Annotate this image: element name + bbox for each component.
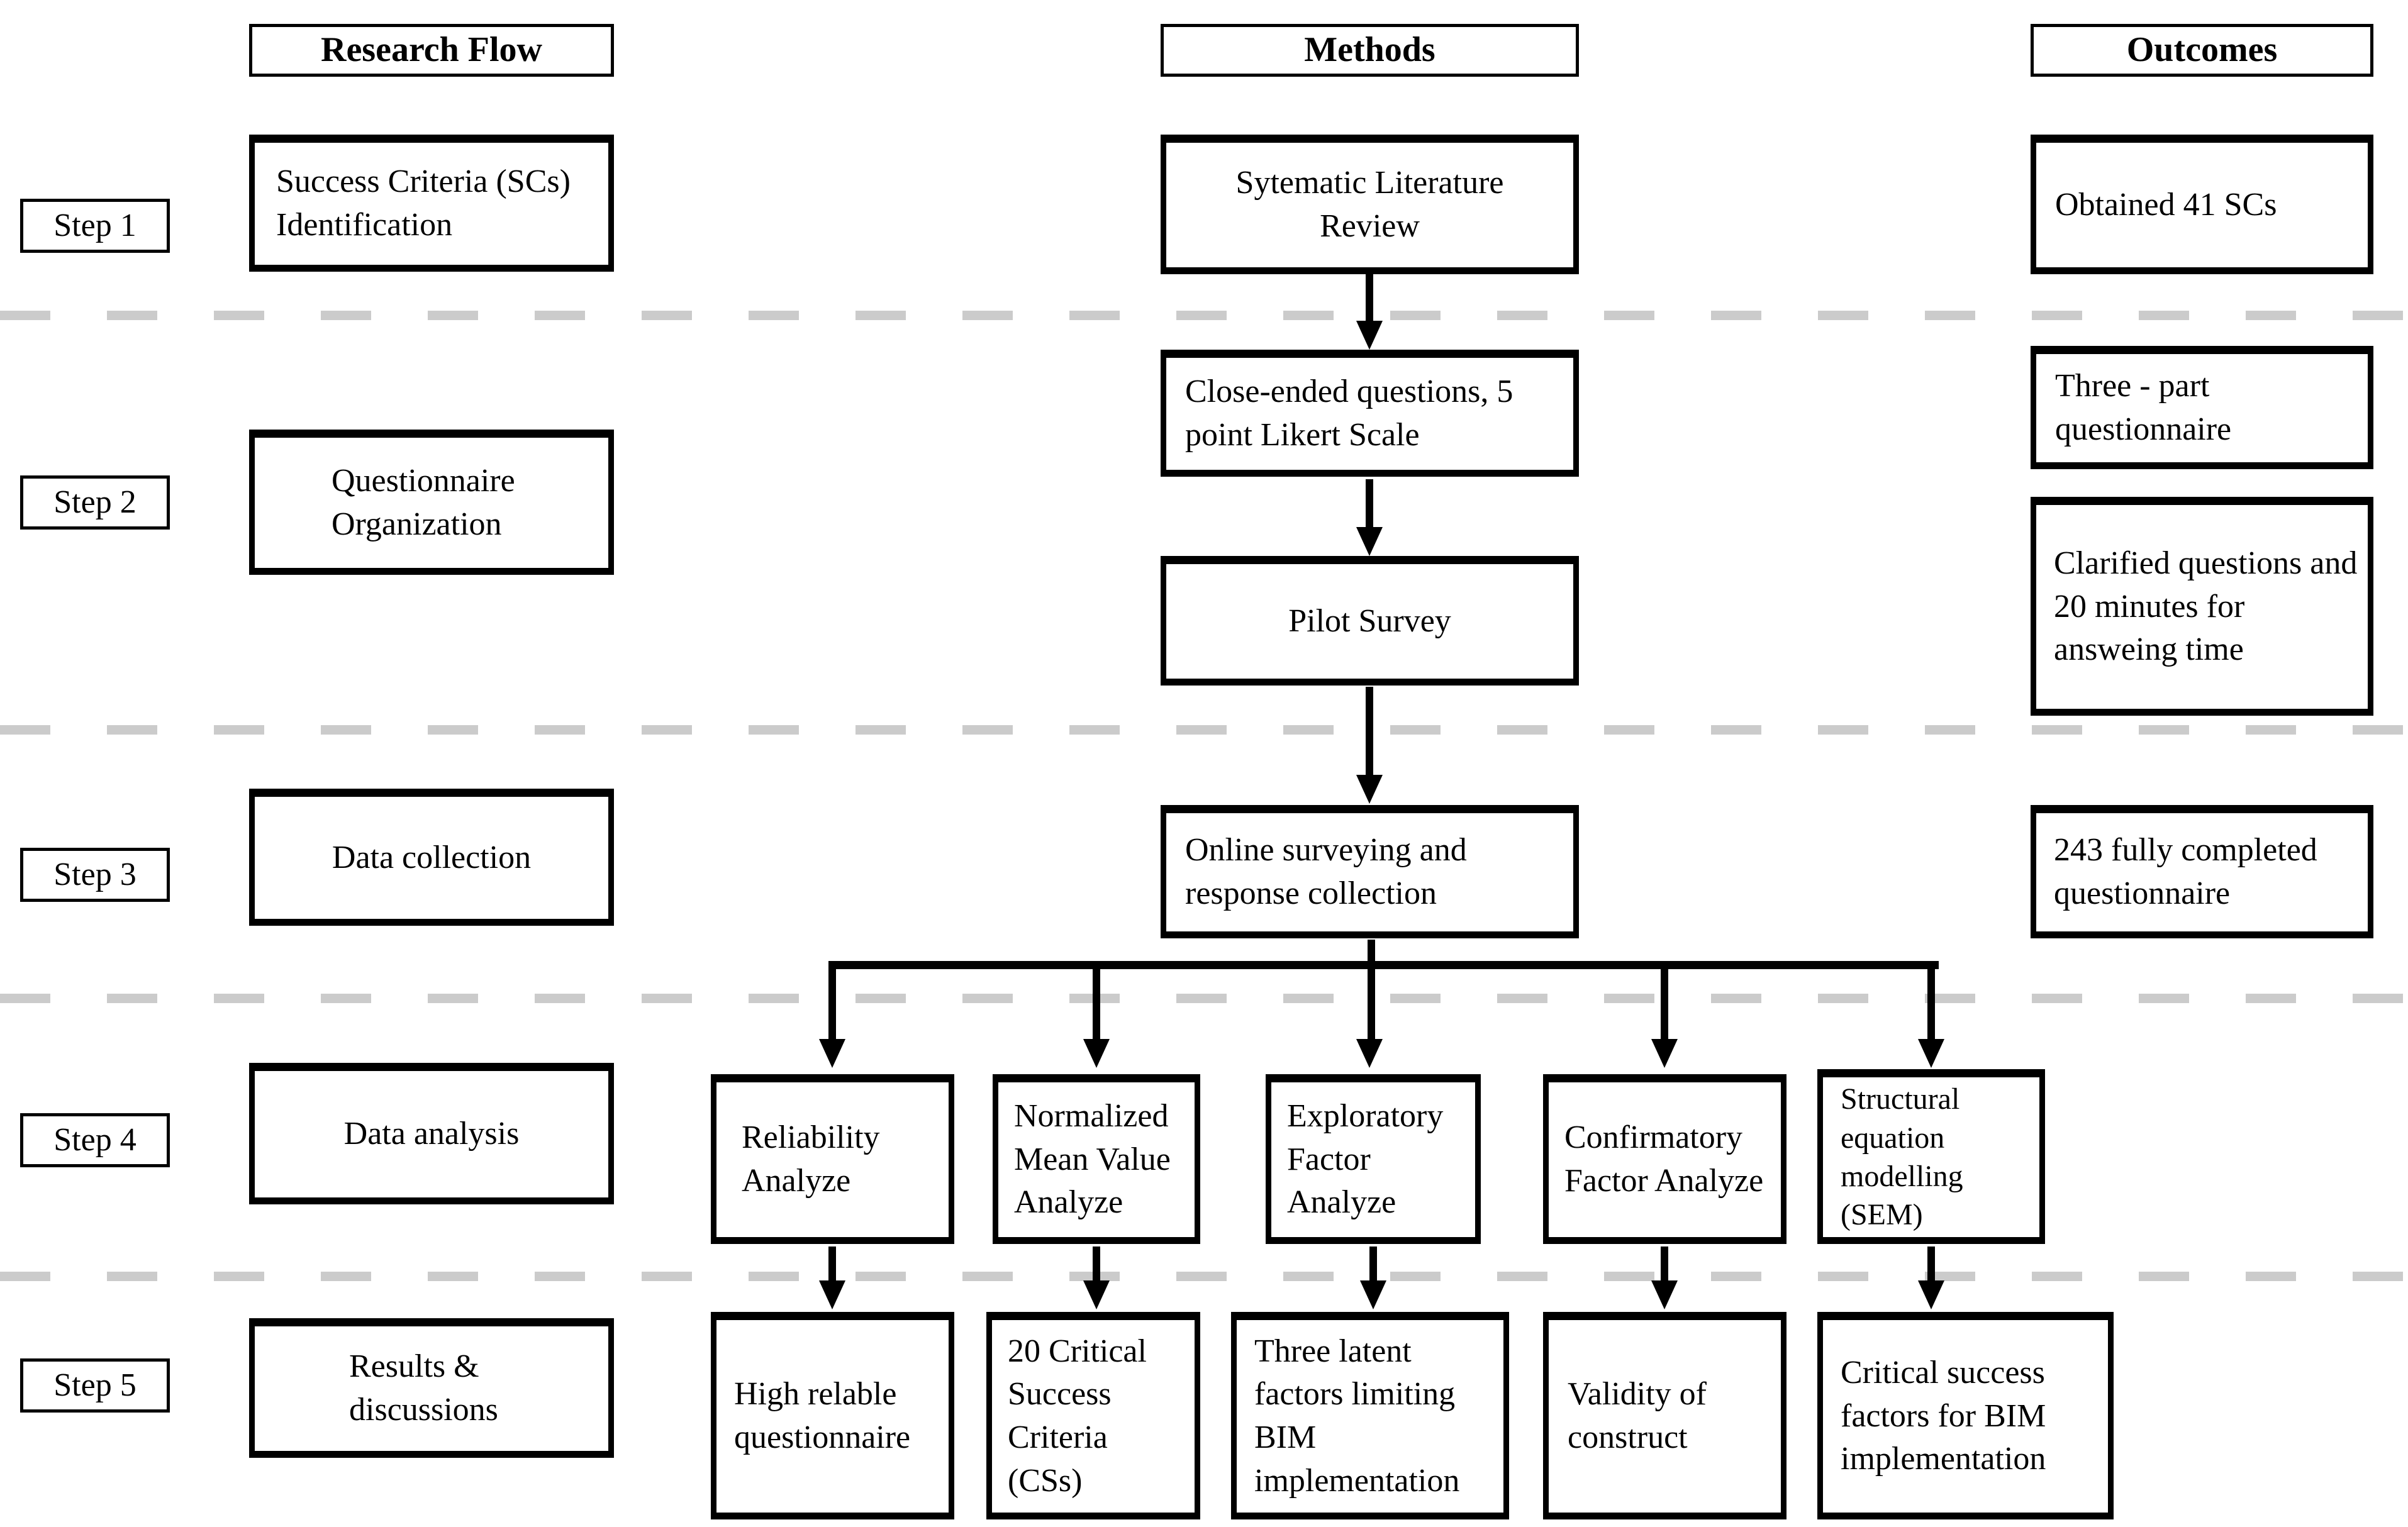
step-label-text: Step 5 bbox=[53, 1367, 137, 1403]
outcome-box-text: Three - part questionnaire bbox=[2055, 368, 2232, 447]
flow-box-data-analysis: Data analysis bbox=[249, 1063, 614, 1204]
flow-box-text: Results & discussions bbox=[349, 1348, 498, 1428]
arrow-head bbox=[819, 1039, 845, 1068]
outcome-box-three-part-questionnaire: Three - part questionnaire bbox=[2031, 346, 2373, 469]
dashed-separator-2 bbox=[0, 725, 2408, 735]
step-label-4: Step 4 bbox=[20, 1113, 170, 1167]
analysis-box-normalized-mean: Normalized Mean Value Analyze bbox=[993, 1074, 1200, 1244]
step-label-text: Step 2 bbox=[53, 484, 137, 520]
branch-arrow-structural bbox=[1927, 965, 1935, 1041]
result-box-text: Critical success factors for BIM impleme… bbox=[1841, 1355, 2046, 1477]
arrow-pilot-to-online bbox=[1366, 687, 1373, 777]
analysis-box-text: Normalized Mean Value Analyze bbox=[1014, 1098, 1171, 1221]
method-box-text: Close-ended questions, 5 point Likert Sc… bbox=[1185, 374, 1513, 453]
step-label-1: Step 1 bbox=[20, 199, 170, 253]
outcome-box-text: Clarified questions and 20 minutes for a… bbox=[2054, 545, 2358, 668]
column-header-label: Research Flow bbox=[321, 30, 542, 70]
method-box-close-ended-questions: Close-ended questions, 5 point Likert Sc… bbox=[1161, 350, 1579, 477]
branch-arrow-normalized bbox=[1093, 965, 1100, 1041]
arrow-exploratory-to-result bbox=[1369, 1247, 1377, 1283]
column-header-label: Outcomes bbox=[2126, 30, 2278, 70]
outcome-box-243-completed: 243 fully completed questionnaire bbox=[2031, 805, 2373, 938]
flow-box-text: Data analysis bbox=[343, 1116, 520, 1152]
method-box-text: Pilot Survey bbox=[1288, 602, 1451, 639]
analysis-box-confirmatory-factor: Confirmatory Factor Analyze bbox=[1543, 1074, 1786, 1244]
method-box-pilot-survey: Pilot Survey bbox=[1161, 556, 1579, 686]
flow-box-text: Questionnaire Organization bbox=[332, 462, 515, 542]
branch-arrow-confirmatory bbox=[1661, 965, 1668, 1041]
analysis-box-reliability: Reliability Analyze bbox=[711, 1074, 954, 1244]
column-header-label: Methods bbox=[1304, 30, 1435, 70]
outcome-box-text: 243 fully completed questionnaire bbox=[2054, 832, 2317, 911]
flow-box-questionnaire-organization: Questionnaire Organization bbox=[249, 430, 614, 575]
branch-arrow-reliability bbox=[828, 965, 836, 1041]
result-box-csf-bim: Critical success factors for BIM impleme… bbox=[1817, 1312, 2114, 1519]
branch-arrow-exploratory-head bbox=[1356, 1039, 1383, 1068]
result-box-text: 20 Critical Success Criteria (CSs) bbox=[1008, 1333, 1147, 1499]
flow-box-results-discussions: Results & discussions bbox=[249, 1318, 614, 1458]
arrow-confirmatory-to-result bbox=[1661, 1247, 1668, 1283]
arrow-head bbox=[1651, 1280, 1678, 1309]
flow-box-text: Data collection bbox=[332, 839, 532, 875]
arrow-sem-to-result bbox=[1927, 1247, 1935, 1283]
analysis-box-text: Reliability Analyze bbox=[742, 1119, 880, 1199]
branch-bar bbox=[828, 961, 1939, 969]
analysis-box-text: Structural equation modelling (SEM) bbox=[1841, 1082, 1963, 1232]
step-label-text: Step 4 bbox=[53, 1121, 137, 1158]
arrow-head bbox=[1918, 1039, 1944, 1068]
arrow-normalized-to-result bbox=[1093, 1247, 1100, 1283]
result-box-20-critical-success-criteria: 20 Critical Success Criteria (CSs) bbox=[986, 1312, 1200, 1519]
result-box-text: Three latent factors limiting BIM implem… bbox=[1254, 1333, 1460, 1499]
branch-stem bbox=[1368, 940, 1375, 1041]
flow-box-data-collection: Data collection bbox=[249, 789, 614, 926]
step-label-5: Step 5 bbox=[20, 1358, 170, 1413]
result-box-high-reliable: High relable questionnaire bbox=[711, 1312, 954, 1519]
outcome-box-obtained-41-scs: Obtained 41 SCs bbox=[2031, 135, 2373, 274]
result-box-text: High relable questionnaire bbox=[734, 1376, 911, 1455]
method-box-online-surveying: Online surveying and response collection bbox=[1161, 805, 1579, 938]
step-label-2: Step 2 bbox=[20, 475, 170, 530]
arrow-head bbox=[1083, 1280, 1110, 1309]
analysis-box-sem: Structural equation modelling (SEM) bbox=[1817, 1069, 2045, 1244]
column-header-outcomes: Outcomes bbox=[2031, 24, 2373, 77]
dashed-separator-4 bbox=[0, 1272, 2408, 1281]
method-box-text: Sytematic Literature Review bbox=[1235, 165, 1504, 244]
outcome-box-text: Obtained 41 SCs bbox=[2055, 186, 2277, 223]
flow-box-success-criteria-identification: Success Criteria (SCs) Identification bbox=[249, 135, 614, 272]
method-box-text: Online surveying and response collection bbox=[1185, 832, 1467, 911]
step-label-text: Step 3 bbox=[53, 856, 137, 892]
method-box-systematic-literature-review: Sytematic Literature Review bbox=[1161, 135, 1579, 274]
arrow-head bbox=[819, 1280, 845, 1309]
arrow-closeended-to-pilot bbox=[1366, 479, 1373, 528]
dashed-separator-3 bbox=[0, 994, 2408, 1003]
arrow-head bbox=[1356, 527, 1383, 556]
arrow-head bbox=[1356, 775, 1383, 804]
result-box-validity-of-construct: Validity of construct bbox=[1543, 1312, 1786, 1519]
analysis-box-text: Exploratory Factor Analyze bbox=[1287, 1098, 1444, 1221]
step-label-text: Step 1 bbox=[53, 207, 137, 243]
column-header-methods: Methods bbox=[1161, 24, 1579, 77]
step-label-3: Step 3 bbox=[20, 848, 170, 902]
dashed-separator-1 bbox=[0, 311, 2408, 320]
result-box-three-latent-factors: Three latent factors limiting BIM implem… bbox=[1231, 1312, 1509, 1519]
arrow-slr-to-closeended bbox=[1366, 274, 1373, 322]
arrow-head bbox=[1083, 1039, 1110, 1068]
arrow-head bbox=[1651, 1039, 1678, 1068]
column-header-research-flow: Research Flow bbox=[249, 24, 614, 77]
outcome-box-clarified-questions: Clarified questions and 20 minutes for a… bbox=[2031, 497, 2373, 716]
flow-box-text: Success Criteria (SCs) Identification bbox=[276, 164, 571, 243]
result-box-text: Validity of construct bbox=[1568, 1376, 1707, 1455]
arrow-head bbox=[1360, 1280, 1386, 1309]
arrow-reliability-to-result bbox=[828, 1247, 836, 1283]
analysis-box-exploratory-factor: Exploratory Factor Analyze bbox=[1266, 1074, 1481, 1244]
analysis-box-text: Confirmatory Factor Analyze bbox=[1564, 1119, 1764, 1199]
arrow-head bbox=[1918, 1280, 1944, 1309]
arrow-head bbox=[1356, 321, 1383, 350]
